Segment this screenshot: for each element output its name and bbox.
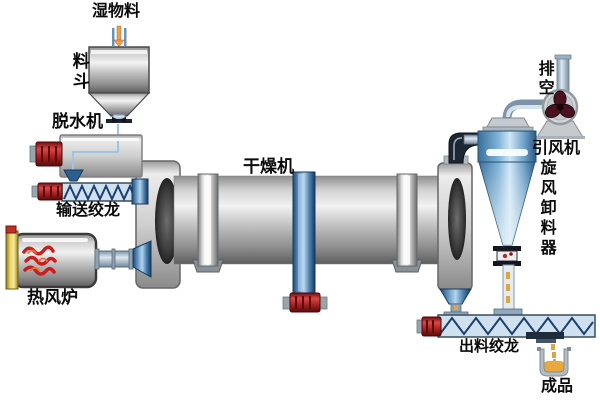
discharge-screw-conveyor [416,311,596,343]
feed-section [72,25,151,170]
furnace-grate [5,230,19,290]
dewatering-motor-fins [41,146,57,162]
hopper-cone [87,92,151,117]
furnace-cap [5,225,17,234]
bucket-handle-left [537,347,541,351]
furnace-highlight [22,238,88,242]
drive-motor [289,292,321,313]
cyclone-lid [486,117,530,128]
duct-pipe [463,134,480,145]
girth-gear-highlight [298,174,304,291]
cyclone-barrel-slot [486,149,528,156]
rotary-valve-top [493,246,521,251]
product-outlet [526,332,564,339]
label-feed-screw-conveyor: 输送绞龙 [56,200,121,219]
product-outlet-spout [536,339,556,343]
cyclone-to-fan-duct-highlight [506,105,546,118]
riding-ring-2-highlight [403,176,410,264]
furnace-flame-icon [22,245,57,276]
discharge-funnel [439,288,472,305]
label-induced-draft-fan: 引风机 [532,138,581,157]
label-discharge-screw-conveyor: 出料绞龙 [459,337,520,355]
label-hopper: 料斗 [68,52,89,92]
cyclone-material-stream [506,272,510,303]
fan-base [535,136,585,139]
exhaust-pipe-cap [554,54,572,60]
hot-air-furnace [5,225,152,290]
feed-screw-flight [63,183,135,202]
fan-blades-icon [545,90,575,119]
dewatering-machine [29,134,143,182]
discharge-screw-flight [439,316,594,336]
hot-air-duct-flange-3 [128,248,134,270]
hot-air-duct-flange-2 [111,248,116,270]
label-cyclone-discharger: 旋风卸料器 [537,159,557,259]
hopper-valve [106,119,132,123]
hopper-valve-bowtie [112,117,126,123]
cyclone-barrel [477,130,537,163]
dewatering-inner-line [72,141,119,170]
label-finished-product: 成品 [541,376,574,395]
drum-inlet-opening [155,178,179,264]
feed-screw-motor-fins [43,186,59,197]
label-hot-air-furnace: 热风炉 [27,288,78,308]
feed-screw-conveyor [31,178,149,205]
hopper-rim-highlight [91,50,147,54]
feed-arrow [112,25,127,48]
label-exhaust: 排空 [535,60,555,98]
dewatering-outlet-funnel [63,169,84,182]
drop-pipe-flange [493,308,523,316]
cyclone-discharger [477,117,537,316]
bucket-handle-right [567,347,571,351]
label-wet-material: 湿物料 [92,1,141,20]
dewatering-highlight [63,138,139,141]
hot-air-inlet-cone [132,240,152,278]
product-bucket [539,348,569,377]
duct-elbow-highlight [453,137,463,160]
rotary-valve-rotor-dot [502,253,508,259]
discharge-screw-motor [421,316,442,337]
label-dryer: 干燥机 [243,157,294,177]
riding-ring-1-highlight [204,176,211,264]
cyclone-cone-sheen [479,162,535,245]
drum-outlet-opening [448,178,466,260]
rotary-dryer [135,155,473,316]
feed-screw-outlet-flange [131,178,149,205]
hot-air-duct-flange-1 [94,248,100,270]
product-material [543,361,565,373]
discharge-motor-fins [426,320,434,333]
rotary-valve-rotor-dot2 [509,252,513,256]
drive-motor-fins [295,296,311,309]
rotary-valve-bottom [493,261,521,266]
finished-product [537,344,571,377]
induced-draft-fan [502,54,585,139]
label-dewatering-machine: 脱水机 [52,112,103,132]
